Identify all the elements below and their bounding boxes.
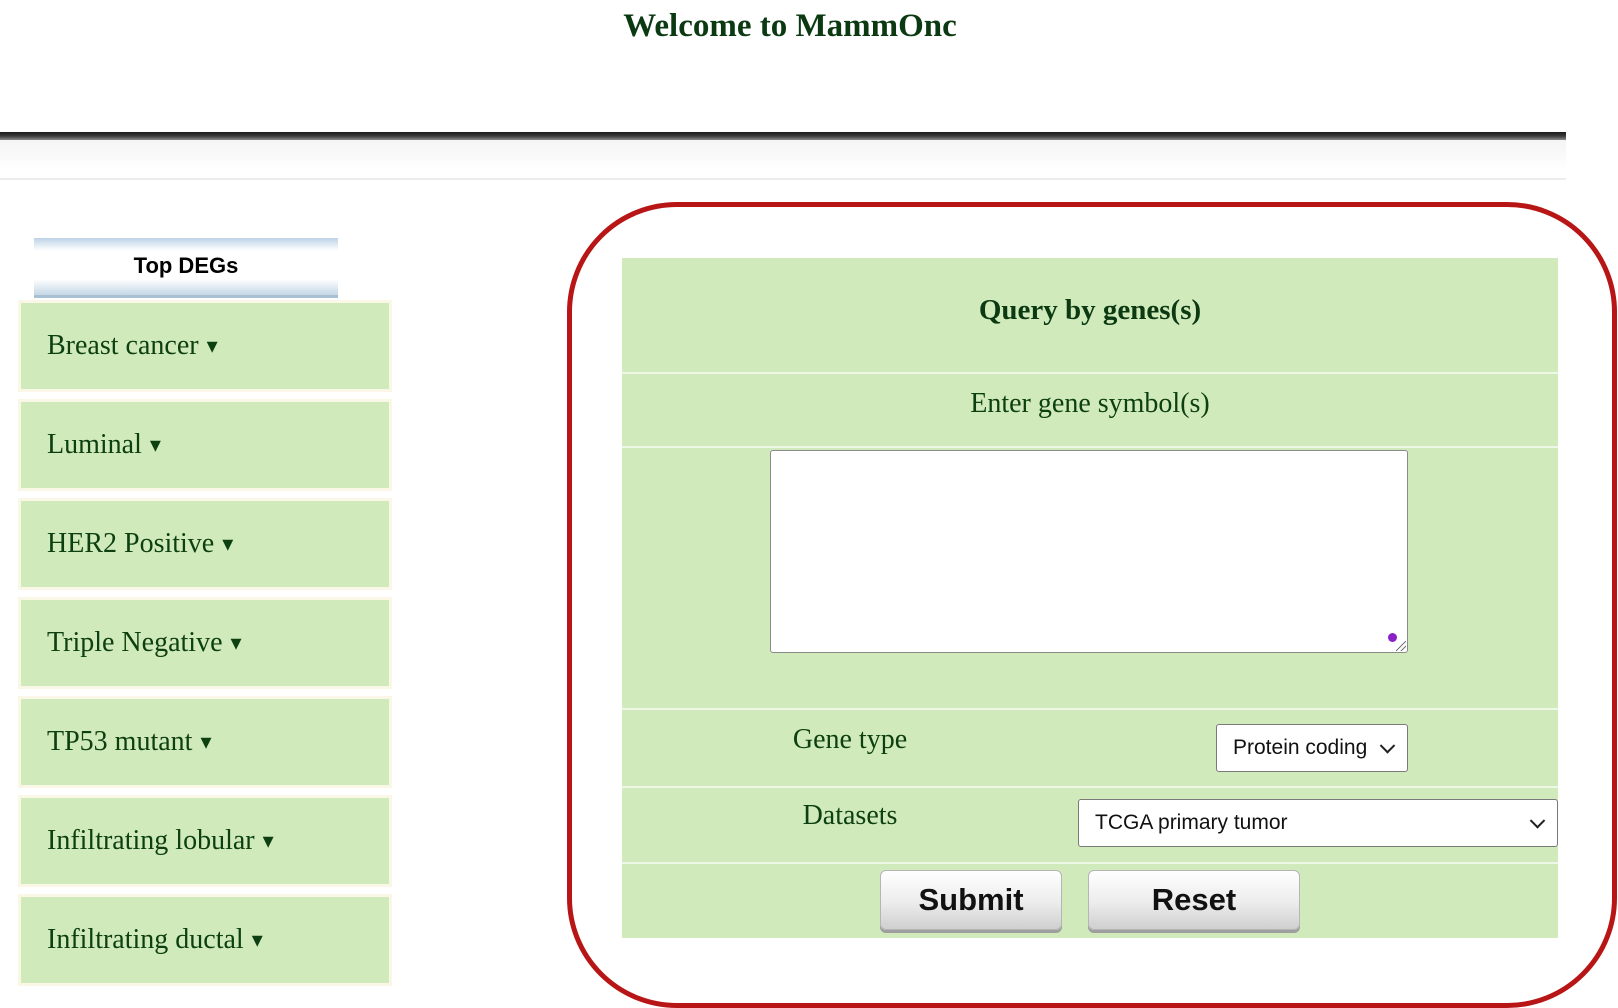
sidebar-item-label: Triple Negative — [47, 627, 223, 658]
sidebar-item-triple-negative[interactable]: Triple Negative ▾ — [18, 597, 392, 689]
sidebar-item-label: TP53 mutant — [47, 726, 193, 757]
row-divider — [622, 372, 1558, 374]
header-divider-shadow — [0, 140, 1566, 180]
dropdown-arrow-icon: ▾ — [251, 927, 263, 952]
dropdown-arrow-icon: ▾ — [206, 333, 218, 358]
row-divider — [622, 786, 1558, 788]
gene-symbol-label: Enter gene symbol(s) — [970, 388, 1210, 419]
query-panel: Query by genes(s) Enter gene symbol(s) G… — [622, 258, 1558, 938]
gene-type-selected-value: Protein coding — [1233, 736, 1368, 759]
sidebar-item-label: Infiltrating lobular — [47, 825, 255, 856]
top-degs-heading: Top DEGs — [34, 238, 338, 298]
chevron-down-icon — [1529, 813, 1546, 829]
datasets-select[interactable]: TCGA primary tumor — [1078, 799, 1558, 847]
chevron-down-icon — [1379, 738, 1396, 754]
sidebar-item-infiltrating-lobular[interactable]: Infiltrating lobular ▾ — [18, 795, 392, 887]
sidebar-item-label: Breast cancer — [47, 330, 199, 361]
sidebar-item-label: Luminal — [47, 429, 142, 460]
submit-button[interactable]: Submit — [880, 870, 1062, 930]
dropdown-arrow-icon: ▾ — [230, 630, 242, 655]
gene-type-label: Gene type — [792, 724, 908, 755]
sidebar-item-infiltrating-ductal[interactable]: Infiltrating ductal ▾ — [18, 894, 392, 986]
gene-symbol-input[interactable] — [770, 450, 1408, 653]
header-divider — [0, 132, 1566, 140]
sidebar-item-luminal[interactable]: Luminal ▾ — [18, 399, 392, 491]
sidebar-item-breast-cancer[interactable]: Breast cancer ▾ — [18, 300, 392, 392]
dropdown-arrow-icon: ▾ — [149, 432, 161, 457]
page-title: Welcome to MammOnc — [623, 8, 957, 44]
reset-button[interactable]: Reset — [1088, 870, 1300, 930]
datasets-selected-value: TCGA primary tumor — [1095, 811, 1288, 834]
resize-handle-dot-icon — [1388, 633, 1397, 642]
dropdown-arrow-icon: ▾ — [222, 531, 234, 556]
sidebar-item-label: Infiltrating ductal — [47, 924, 244, 955]
dropdown-arrow-icon: ▾ — [262, 828, 274, 853]
sidebar-item-label: HER2 Positive — [47, 528, 215, 559]
dropdown-arrow-icon: ▾ — [200, 729, 212, 754]
datasets-label: Datasets — [802, 800, 898, 831]
row-divider — [622, 862, 1558, 864]
sidebar-item-her2-positive[interactable]: HER2 Positive ▾ — [18, 498, 392, 590]
query-panel-title: Query by genes(s) — [978, 294, 1202, 326]
sidebar-item-tp53-mutant[interactable]: TP53 mutant ▾ — [18, 696, 392, 788]
row-divider — [622, 446, 1558, 448]
sidebar-menu: Breast cancer ▾ Luminal ▾ HER2 Positive … — [18, 300, 392, 993]
gene-type-select[interactable]: Protein coding — [1216, 724, 1408, 772]
row-divider — [622, 708, 1558, 710]
resize-grip-icon[interactable] — [1396, 641, 1406, 651]
